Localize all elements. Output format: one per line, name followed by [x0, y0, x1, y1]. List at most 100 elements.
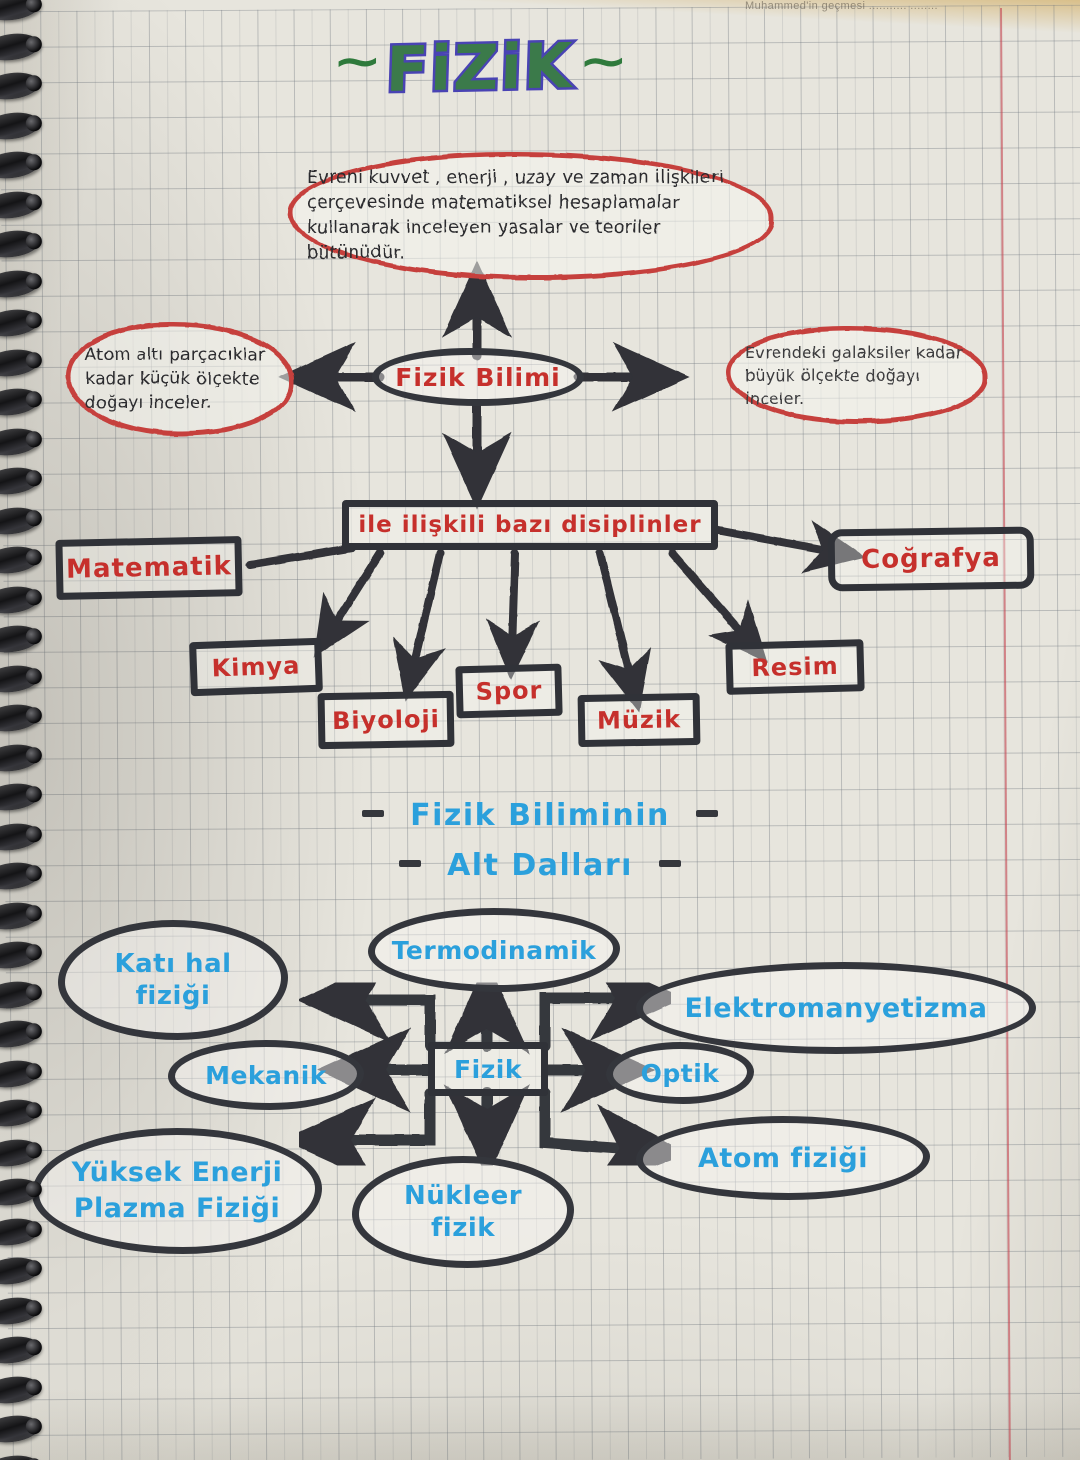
center-node-fizik-bilimi: Fizik Bilimi: [372, 348, 584, 406]
spiral-ring: [0, 464, 42, 498]
spiral-ring: [0, 1136, 42, 1169]
spiral-binding: [0, 0, 62, 1460]
discipline-box-spor: Spor: [455, 663, 563, 719]
spiral-ring: [0, 1057, 42, 1090]
spiral-ring: [0, 662, 42, 695]
spiral-ring: [0, 306, 42, 340]
discipline-box-kimya: Kimya: [189, 637, 323, 697]
spiral-ring: [0, 188, 42, 221]
spiral-ring: [0, 1294, 42, 1327]
dash-right-icon: [695, 810, 718, 817]
subfield-cloud-optik: Optik: [606, 1042, 754, 1104]
subfields-heading-text-2: Alt Dalları: [447, 848, 633, 883]
subfield-label-line: Yüksek Enerji: [71, 1157, 283, 1188]
subfields-center-label: Fizik: [454, 1054, 522, 1084]
right-note-cloud: Evrendeki galaksiler kadar büyük ölçekte…: [726, 326, 988, 424]
spiral-ring: [0, 899, 42, 932]
spiral-ring: [0, 1215, 42, 1248]
discipline-label: Resim: [751, 651, 839, 683]
title-tilde-right: ~: [578, 34, 629, 88]
left-note-text: Atom altı parçacıklar kadar küçük ölçekt…: [85, 345, 266, 413]
spiral-ring: [0, 385, 42, 419]
subfield-label-line: fiziği: [135, 981, 211, 1011]
spiral-ring: [0, 1096, 42, 1130]
spiral-ring: [0, 1373, 42, 1406]
discipline-label: Biyoloji: [331, 705, 441, 735]
subfield-cloud-yuksek-enerji-plazma-fizigi: Yüksek Enerji Plazma Fiziği: [32, 1128, 322, 1254]
spiral-ring: [0, 30, 42, 63]
discipline-label: Coğrafya: [860, 543, 1002, 575]
center-node-label: Fizik Bilimi: [395, 362, 561, 392]
spiral-ring: [0, 69, 42, 103]
spiral-ring: [0, 859, 42, 893]
spiral-ring: [0, 583, 42, 616]
subfield-cloud-termodinamik: Termodinamik: [368, 908, 620, 992]
page-title: ~ FiZiK ~: [270, 22, 690, 112]
discipline-box-matematik: Matematik: [55, 536, 243, 600]
spiral-ring: [0, 938, 42, 972]
subfield-cloud-kati-hal-fizigi: Katı hal fiziği: [58, 920, 288, 1040]
subfield-cloud-atom-fizigi: Atom fiziği: [636, 1116, 930, 1200]
spiral-ring: [0, 0, 42, 24]
spiral-ring: [0, 1452, 42, 1460]
subfield-label: Elektromanyetizma: [684, 992, 988, 1024]
subfield-label-line: Katı hal: [114, 949, 232, 979]
disciplines-header-box: ile ilişkili bazı disiplinler: [342, 500, 718, 550]
spiral-ring: [0, 1017, 42, 1051]
subfield-label: Atom fiziği: [698, 1142, 868, 1174]
spiral-ring: [0, 1254, 42, 1288]
subfield-cloud-mekanik: Mekanik: [168, 1040, 364, 1110]
subfield-label-line: fizik: [430, 1213, 496, 1243]
spiral-ring: [0, 1412, 42, 1446]
subfield-label-wrap: Katı hal fiziği: [114, 948, 231, 1012]
subfields-center-box-fizik: Fizik: [428, 1042, 548, 1096]
title-text: FiZiK: [382, 26, 577, 108]
spiral-ring: [0, 543, 42, 577]
spiral-ring: [0, 425, 42, 458]
dash-left-icon: [362, 810, 385, 817]
left-note-cloud: Atom altı parçacıklar kadar küçük ölçekt…: [66, 322, 294, 436]
definition-text: Evreni kuvvet , enerji , uzay ve zaman i…: [307, 168, 724, 263]
definition-cloud: Evreni kuvvet , enerji , uzay ve zaman i…: [288, 152, 774, 280]
top-printed-text: Muhammed'in geçmesi ........... ........: [745, 0, 938, 12]
spiral-ring: [0, 267, 42, 300]
discipline-box-biyoloji: Biyoloji: [317, 690, 455, 750]
spiral-ring: [0, 978, 42, 1011]
dash-left-icon-2: [399, 860, 422, 867]
title-tilde-left: ~: [331, 34, 382, 88]
subfield-label-line: Nükleer: [403, 1181, 523, 1211]
spiral-ring: [0, 346, 42, 379]
spiral-ring: [0, 109, 42, 142]
disciplines-header-label: ile ilişkili bazı disiplinler: [358, 512, 702, 538]
subfields-heading-line1: Fizik Biliminin: [0, 798, 1080, 833]
discipline-label: Spor: [475, 676, 543, 706]
spiral-ring: [0, 1175, 42, 1209]
subfield-cloud-nukleer-fizik: Nükleer fizik: [352, 1156, 574, 1268]
spiral-ring: [0, 741, 42, 774]
discipline-label: Müzik: [596, 705, 682, 735]
dash-right-icon-2: [658, 860, 681, 867]
spiral-ring: [0, 701, 42, 735]
spiral-ring: [0, 1333, 42, 1367]
discipline-label: Kimya: [211, 651, 301, 683]
subfield-label: Mekanik: [205, 1060, 327, 1090]
spiral-ring: [0, 780, 42, 814]
discipline-label: Matematik: [65, 551, 233, 585]
spiral-ring: [0, 148, 42, 182]
subfield-label-wrap: Yüksek Enerji Plazma Fiziği: [72, 1155, 283, 1227]
spiral-ring: [0, 820, 42, 853]
spiral-ring: [0, 504, 42, 537]
discipline-box-muzik: Müzik: [577, 692, 701, 748]
subfield-label-wrap: Nükleer fizik: [404, 1180, 522, 1244]
subfields-heading-text-1: Fizik Biliminin: [410, 798, 670, 833]
right-note-text: Evrendeki galaksiler kadar büyük ölçekte…: [745, 342, 963, 408]
subfields-heading-line2: Alt Dalları: [0, 848, 1080, 883]
subfield-cloud-elektromanyetizma: Elektromanyetizma: [636, 962, 1036, 1054]
discipline-box-resim: Resim: [725, 639, 865, 695]
subfield-label-line: Plazma Fiziği: [73, 1193, 281, 1224]
spiral-ring: [0, 227, 42, 261]
spiral-ring: [0, 622, 42, 656]
subfield-label: Optik: [640, 1058, 720, 1088]
discipline-box-cografya: Coğrafya: [827, 526, 1035, 592]
